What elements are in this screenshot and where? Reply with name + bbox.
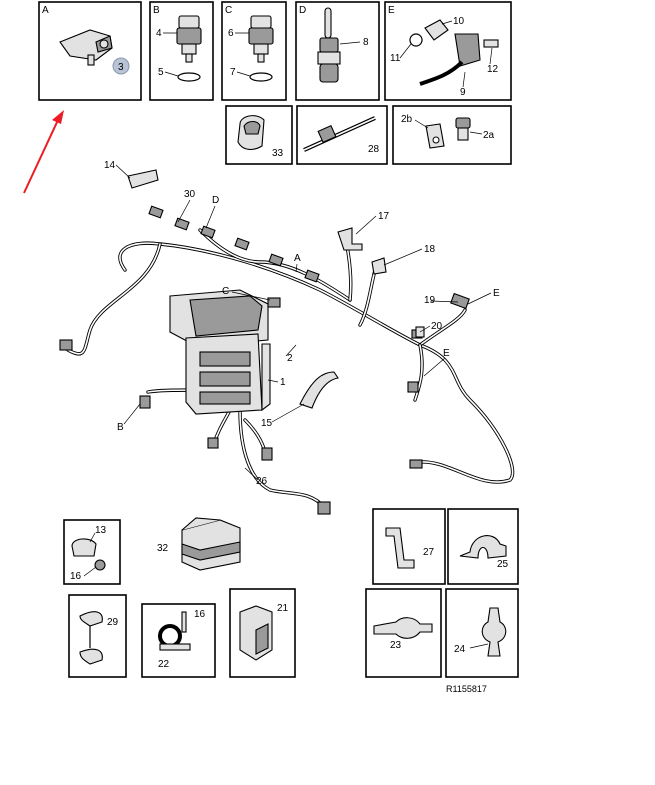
part-box-24[interactable]: 24 [445,588,519,678]
callout-19: 19 [424,295,436,306]
callout-18: 18 [424,244,436,255]
callout-17: 17 [378,211,390,222]
figure-reference: R1155817 [446,684,487,694]
box-B[interactable]: B 4 5 [149,1,214,101]
callout-15: 15 [261,418,273,429]
box-E-label: E [388,5,395,16]
callout-16a: 16 [70,571,82,582]
callout-26: 26 [256,476,268,487]
callout-3-bubble [112,57,130,75]
callout-6: 6 [228,28,234,39]
part-box-13-16[interactable]: 13 16 [63,519,121,585]
box-C[interactable]: C 6 7 [221,1,287,101]
callout-23: 23 [390,640,402,651]
callout-B: B [117,422,124,433]
callout-5: 5 [158,67,164,78]
callout-E2: E [443,348,450,359]
callout-A: A [294,253,301,264]
callout-20: 20 [431,321,443,332]
box-D[interactable]: D 8 [295,1,380,101]
box-C-label: C [225,5,232,16]
callout-25: 25 [497,559,509,570]
main-harness[interactable]: 14 30 D 17 18 A C 19 E 20 E 2 1 B 15 26 [59,160,515,515]
sensor-B-part [176,15,202,82]
box-B-label: B [153,5,160,16]
callout-3: 3 [118,62,124,73]
callout-2a: 2a [483,130,495,141]
callout-1: 1 [280,377,286,388]
harness-wires [66,228,515,510]
callout-E1: E [493,288,500,299]
box-2[interactable]: 2b 2a [392,105,512,165]
part-box-22-16[interactable]: 16 22 [141,603,216,678]
callout-C: C [222,286,229,297]
callout-27: 27 [423,547,435,558]
part-box-21[interactable]: 21 [229,588,296,678]
callout-11: 11 [390,53,401,64]
part-box-23[interactable]: 23 [365,588,442,678]
callout-33: 33 [272,148,284,159]
sensor-C-part [248,15,274,82]
callout-16b: 16 [194,609,206,620]
part-box-27[interactable]: 27 [372,508,446,585]
callout-12: 12 [487,64,499,75]
callout-32: 32 [157,543,169,554]
callout-2: 2 [287,353,293,364]
callout-8: 8 [363,37,369,48]
callout-2b: 2b [401,114,413,125]
harness-brackets [127,169,425,409]
camshaft-sensor-part [409,19,499,86]
callout-4: 4 [156,28,162,39]
map-sensor-part [59,29,113,66]
callout-28: 28 [368,144,380,155]
callout-30: 30 [184,189,196,200]
callout-21: 21 [277,603,289,614]
box-28[interactable]: 28 [296,105,388,165]
temp-sensor-part [317,7,341,83]
callout-10: 10 [453,16,465,27]
part-box-29[interactable]: 29 [68,594,127,678]
harness-leader-lines [115,164,492,481]
intake-manifold-module [169,289,271,415]
callout-13: 13 [95,525,107,536]
callout-29: 29 [107,617,119,628]
box-A[interactable]: A 3 [38,1,142,101]
highlight-arrow [23,110,64,194]
callout-9: 9 [460,87,466,98]
harness-connectors [59,205,470,515]
box-A-label: A [42,5,49,16]
part-32-box-item[interactable]: 32 [157,517,241,571]
callout-7: 7 [230,67,236,78]
part-box-25[interactable]: 25 [447,508,519,585]
callout-24: 24 [454,644,466,655]
callout-14: 14 [104,160,116,171]
callout-22: 22 [158,659,170,670]
box-33[interactable]: 33 [225,105,293,165]
box-D-label: D [299,5,306,16]
callout-D: D [212,195,219,206]
box-E[interactable]: E 10 11 12 9 [384,1,512,101]
